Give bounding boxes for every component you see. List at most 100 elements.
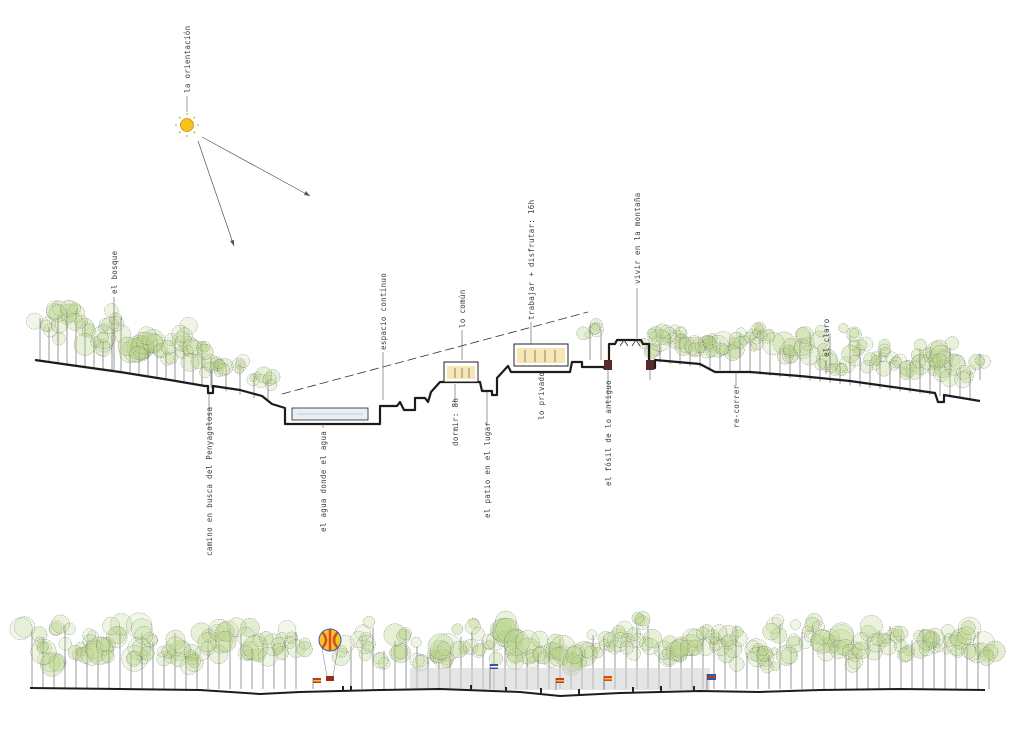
tree-icon xyxy=(826,356,856,385)
tree-icon xyxy=(954,364,976,400)
tree-icon xyxy=(940,353,966,399)
tree-icon xyxy=(703,331,735,370)
fossil-structure xyxy=(604,339,654,370)
flag-icon xyxy=(555,678,564,690)
tree-icon xyxy=(272,631,298,689)
tree-icon xyxy=(98,316,125,372)
tree-icon xyxy=(197,628,233,689)
upper-trees xyxy=(26,299,991,402)
tree-icon xyxy=(876,626,905,689)
tree-icon xyxy=(278,620,313,689)
tree-icon xyxy=(121,636,152,689)
lower-ground-line xyxy=(29,687,986,698)
tree-icon xyxy=(246,371,268,399)
tree-icon xyxy=(491,617,526,689)
tree-icon xyxy=(746,640,775,689)
tree-icon xyxy=(117,332,155,376)
upper-labels: el bosque camino en busca del Penyagolos… xyxy=(110,193,831,557)
tree-icon xyxy=(231,354,250,395)
label-fossil: el fósil de lo antiguo xyxy=(604,380,613,486)
work-pod xyxy=(513,343,569,367)
label-re-walk: re-correr xyxy=(732,384,741,428)
tree-icon xyxy=(165,629,192,689)
tree-icon xyxy=(787,619,812,689)
tree-icon xyxy=(957,616,995,689)
tree-icon xyxy=(180,644,210,689)
sun-ray-east xyxy=(201,136,311,197)
label-patio: el patio en el lugar xyxy=(483,422,492,518)
tree-icon xyxy=(852,625,883,689)
tree-icon xyxy=(60,299,95,367)
tree-icon xyxy=(350,631,374,689)
tree-icon xyxy=(503,629,542,689)
tree-icon xyxy=(213,358,234,392)
lower-trees xyxy=(9,610,1006,689)
tree-icon xyxy=(811,629,841,689)
tree-icon xyxy=(968,353,991,380)
tree-icon xyxy=(545,633,574,689)
tree-icon xyxy=(975,640,1006,689)
tree-icon xyxy=(208,619,239,689)
terrain-line xyxy=(34,338,981,426)
tree-icon xyxy=(525,646,551,689)
sun-ray-south xyxy=(197,140,235,247)
tree-icon xyxy=(101,303,131,373)
label-mountain-living: vivir en la montaña xyxy=(633,193,642,285)
label-continuous-space: espacio contínuo xyxy=(379,273,388,350)
flags xyxy=(312,664,716,690)
flag-icon xyxy=(603,676,612,690)
tree-icon xyxy=(934,624,957,689)
people-figures xyxy=(342,685,695,694)
tree-icon xyxy=(43,316,68,363)
flag-icon xyxy=(312,678,321,689)
tree-icon xyxy=(670,639,703,689)
tree-icon xyxy=(842,642,866,689)
tree-icon xyxy=(137,326,165,379)
tree-icon xyxy=(26,312,56,361)
tree-icon xyxy=(153,343,178,380)
tree-icon xyxy=(799,344,839,382)
tree-icon xyxy=(775,636,803,689)
tree-icon xyxy=(134,626,158,689)
tree-icon xyxy=(930,336,961,398)
tree-icon xyxy=(674,335,706,367)
tree-icon xyxy=(588,322,604,360)
tree-icon xyxy=(180,338,206,384)
tree-icon xyxy=(160,333,189,381)
tree-icon xyxy=(841,336,874,387)
label-clearing: el claro xyxy=(822,318,831,357)
label-path: camino en busca del Penyagolosa xyxy=(205,407,214,556)
tree-icon xyxy=(670,324,690,365)
label-orientation: la orientación xyxy=(183,26,192,93)
tree-icon xyxy=(860,351,882,388)
tree-icon xyxy=(383,623,412,689)
flag-icon xyxy=(706,674,716,690)
tree-icon xyxy=(782,327,813,380)
flag-icon xyxy=(489,664,498,689)
label-water: el agua donde el agua xyxy=(319,431,328,532)
tree-icon xyxy=(65,312,97,368)
tree-icon xyxy=(686,624,715,689)
tree-icon xyxy=(910,628,941,689)
lower-section xyxy=(29,628,986,698)
tree-icon xyxy=(80,636,114,689)
tree-icon xyxy=(30,638,67,689)
sleeping-pod xyxy=(443,361,479,383)
tree-icon xyxy=(803,613,828,689)
tree-icon xyxy=(255,366,281,402)
tree-icon xyxy=(829,639,862,689)
tree-icon xyxy=(916,628,945,689)
sun-icon xyxy=(175,113,199,137)
pool xyxy=(291,407,369,421)
tree-icon xyxy=(756,328,776,376)
tree-icon xyxy=(892,353,932,393)
tree-icon xyxy=(711,624,743,689)
tree-icon xyxy=(48,300,79,365)
tree-icon xyxy=(946,628,972,689)
tree-icon xyxy=(96,626,127,689)
tree-icon xyxy=(927,350,954,397)
tree-icon xyxy=(190,622,226,689)
tree-icon xyxy=(412,649,441,689)
